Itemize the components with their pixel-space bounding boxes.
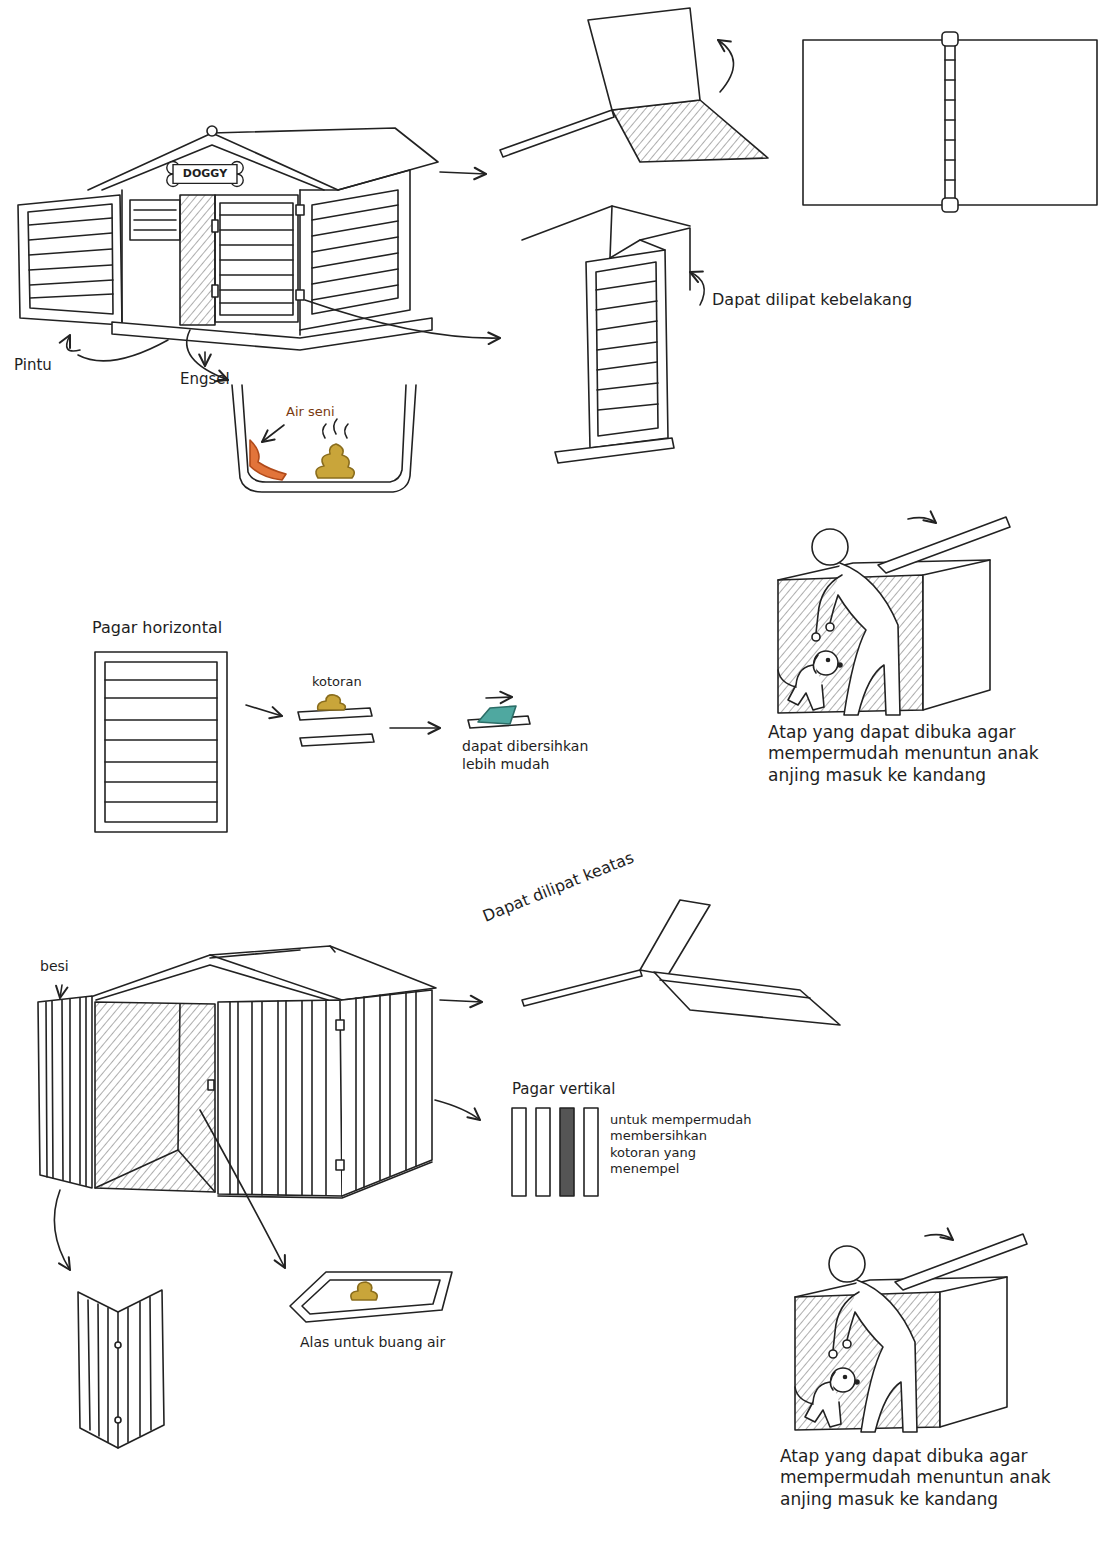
note-label: Atap yang dapat dibuka agar mempermudah … (780, 1446, 1070, 1510)
person-puppy-figure (778, 517, 1010, 715)
person-puppy-figure (795, 1234, 1027, 1432)
sign-text: DOGGY (166, 160, 244, 188)
part-label: Engsel (180, 370, 260, 389)
note-label: Dapat dilipat kebelakang (712, 290, 972, 310)
part-label: besi (40, 958, 100, 976)
note-label: Atap yang dapat dibuka agar mempermudah … (768, 722, 1058, 786)
bone-sign: DOGGY (166, 160, 244, 188)
part-label: Pintu (14, 356, 84, 375)
part-label: Pagar horizontal (92, 618, 292, 638)
part-label: kotoran (312, 674, 392, 690)
part-label: Alas untuk buang air (300, 1334, 500, 1352)
part-label: Air seni (286, 404, 366, 420)
note-label: untuk mempermudah membersihkan kotoran y… (610, 1112, 760, 1177)
note-label: dapat dibersihkan lebih mudah (462, 738, 622, 773)
part-label: Pagar vertikal (512, 1080, 672, 1099)
note-label: Dapat dilipat keatas (480, 826, 691, 927)
